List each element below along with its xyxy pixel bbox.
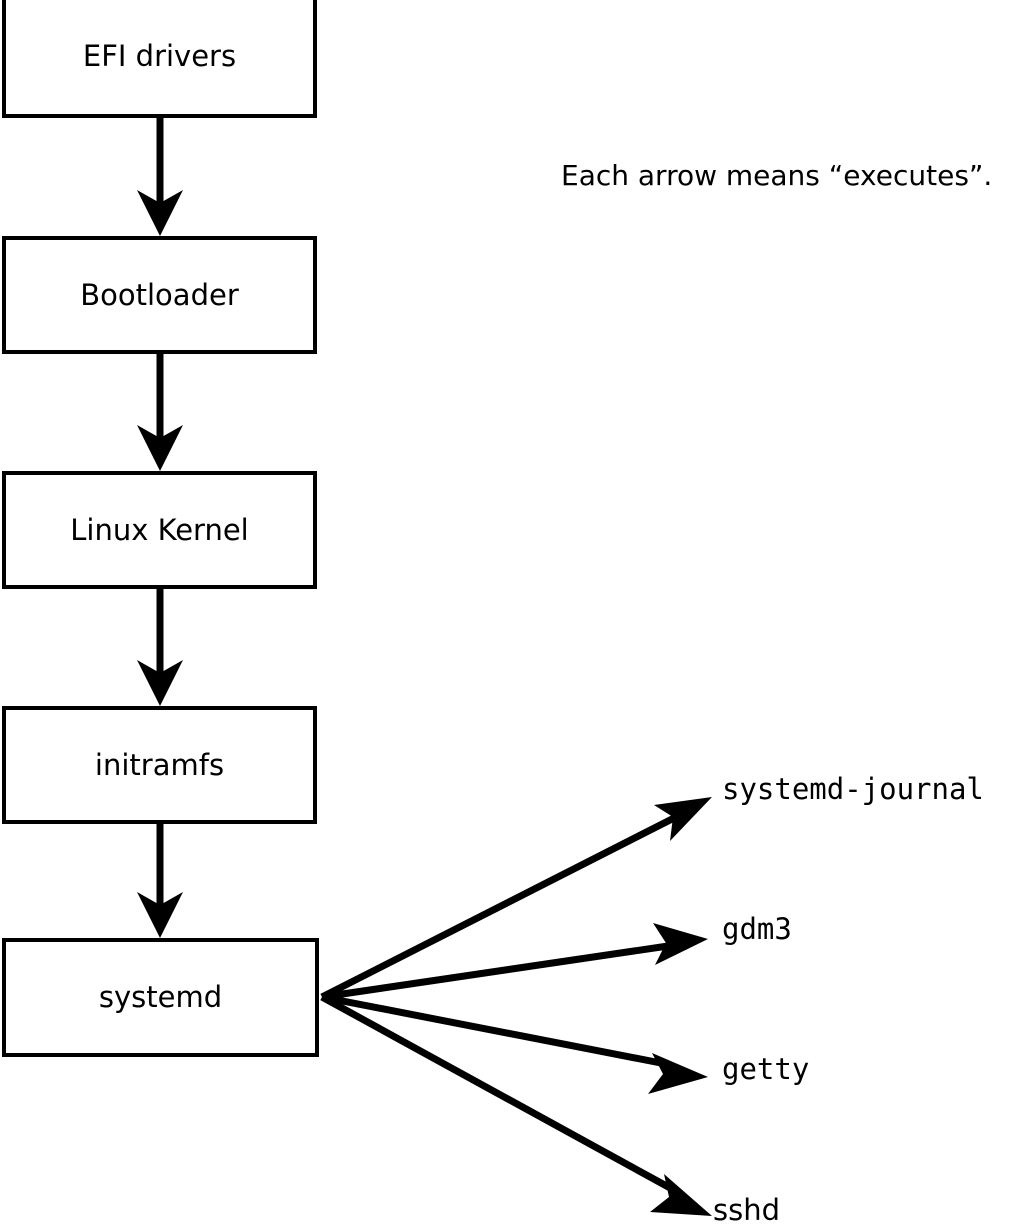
node-label-systemd: systemd xyxy=(98,980,223,1014)
node-label-bootloader: Bootloader xyxy=(80,277,239,312)
arrow-systemd-to-gdm3 xyxy=(321,923,708,1001)
node-linux-kernel: Linux Kernel xyxy=(2,471,317,589)
arrow-systemd-to-systemd-journal xyxy=(320,797,712,1001)
service-label-sshd: sshd xyxy=(713,1193,781,1227)
node-label-linux-kernel: Linux Kernel xyxy=(70,512,249,547)
node-label-initramfs: initramfs xyxy=(94,747,225,782)
arrow-efi-to-bootloader xyxy=(137,118,183,236)
legend-note: Each arrow means “executes”. xyxy=(561,159,993,192)
arrow-kernel-to-initramfs xyxy=(137,589,183,706)
arrow-systemd-to-getty xyxy=(321,993,708,1094)
node-efi-drivers: EFI drivers xyxy=(2,0,317,118)
service-label-getty: getty xyxy=(722,1052,810,1086)
service-label-systemd-journal: systemd-journal xyxy=(722,772,984,806)
arrow-systemd-to-sshd xyxy=(320,993,712,1216)
node-label-efi-drivers: EFI drivers xyxy=(82,38,237,73)
node-initramfs: initramfs xyxy=(2,706,317,824)
arrow-initramfs-to-systemd xyxy=(137,824,183,938)
arrow-bootloader-to-kernel xyxy=(137,354,183,471)
node-bootloader: Bootloader xyxy=(2,236,317,354)
node-systemd: systemd xyxy=(2,938,319,1057)
service-label-gdm3: gdm3 xyxy=(722,912,792,946)
